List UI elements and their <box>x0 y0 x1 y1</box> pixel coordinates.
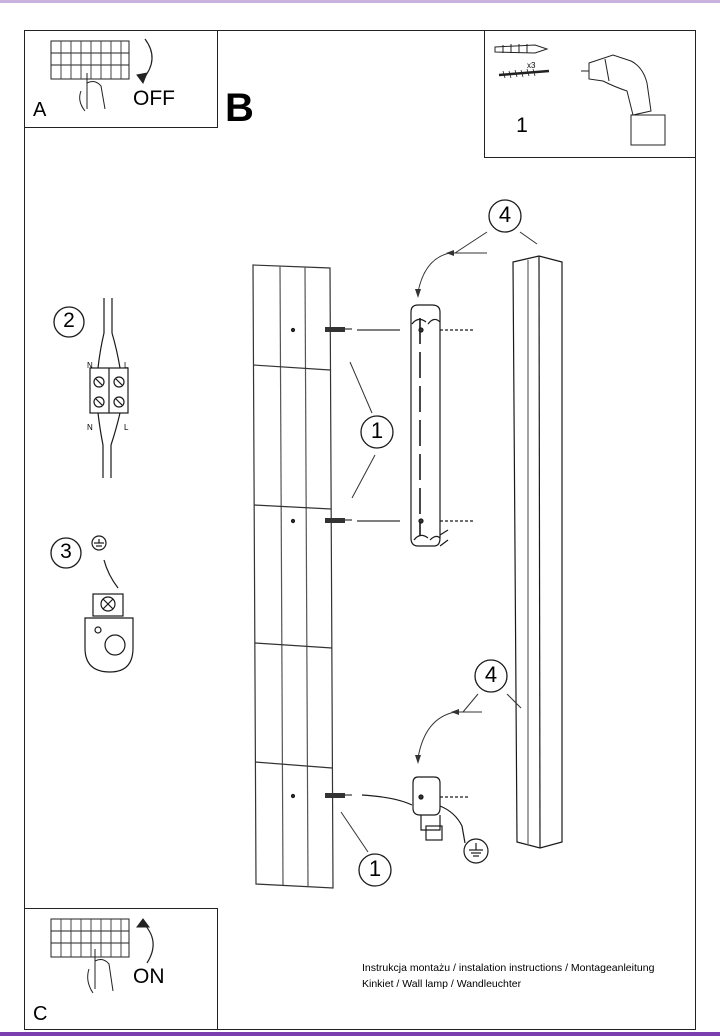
panel-a-letter: A <box>33 99 47 121</box>
switch-off-icon <box>50 38 153 112</box>
wall-screw-upper <box>290 327 352 333</box>
wall-screw-middle <box>290 518 352 524</box>
wire-l-top-label: L <box>124 361 129 370</box>
switch-on-icon <box>50 918 154 994</box>
terminal-block-icon <box>89 298 129 478</box>
step-1-upper-label: 1 <box>370 418 384 443</box>
lower-bracket <box>361 776 470 844</box>
top-rule <box>0 0 720 3</box>
ground-symbol-icon <box>463 838 489 864</box>
anchor-qty-label: x3 <box>527 61 536 70</box>
wire-n-top-label: N <box>87 361 93 370</box>
caption-line-2: Kinkiet / Wall lamp / Wandleuchter <box>362 978 522 990</box>
wall-panel <box>252 264 352 889</box>
step-4-lower-label: 4 <box>484 662 498 687</box>
panel-a-switch-off: A OFF <box>24 30 218 128</box>
step-2-label: 2 <box>63 309 75 332</box>
drill-icon <box>581 54 666 146</box>
tools-panel: x3 1 <box>484 30 696 158</box>
instruction-sheet-frame <box>24 30 696 1030</box>
bottom-rule <box>0 1032 720 1036</box>
step-4-upper-label: 4 <box>498 202 512 227</box>
mounting-rail <box>410 304 475 547</box>
wire-n-bottom-label: N <box>87 423 93 432</box>
step-3-label: 3 <box>60 540 72 563</box>
ground-terminal-icon <box>84 535 134 673</box>
panel-c-switch-on: C ON <box>24 908 218 1030</box>
wire-l-bottom-label: L <box>124 423 129 432</box>
wall-screw-lower <box>290 793 352 799</box>
panel-c-on-label: ON <box>133 965 165 988</box>
panel-c-letter: C <box>33 1003 48 1025</box>
lamp-body <box>512 255 563 849</box>
wall-anchor-icon <box>494 44 549 54</box>
panel-a-off-label: OFF <box>133 87 175 110</box>
tools-step-label: 1 <box>516 114 528 137</box>
step-1-lower-label: 1 <box>368 856 382 881</box>
caption-line-1: Instrukcja montażu / instalation instruc… <box>362 962 655 974</box>
screw-icon <box>498 68 550 79</box>
panel-b-letter: B <box>225 86 254 130</box>
